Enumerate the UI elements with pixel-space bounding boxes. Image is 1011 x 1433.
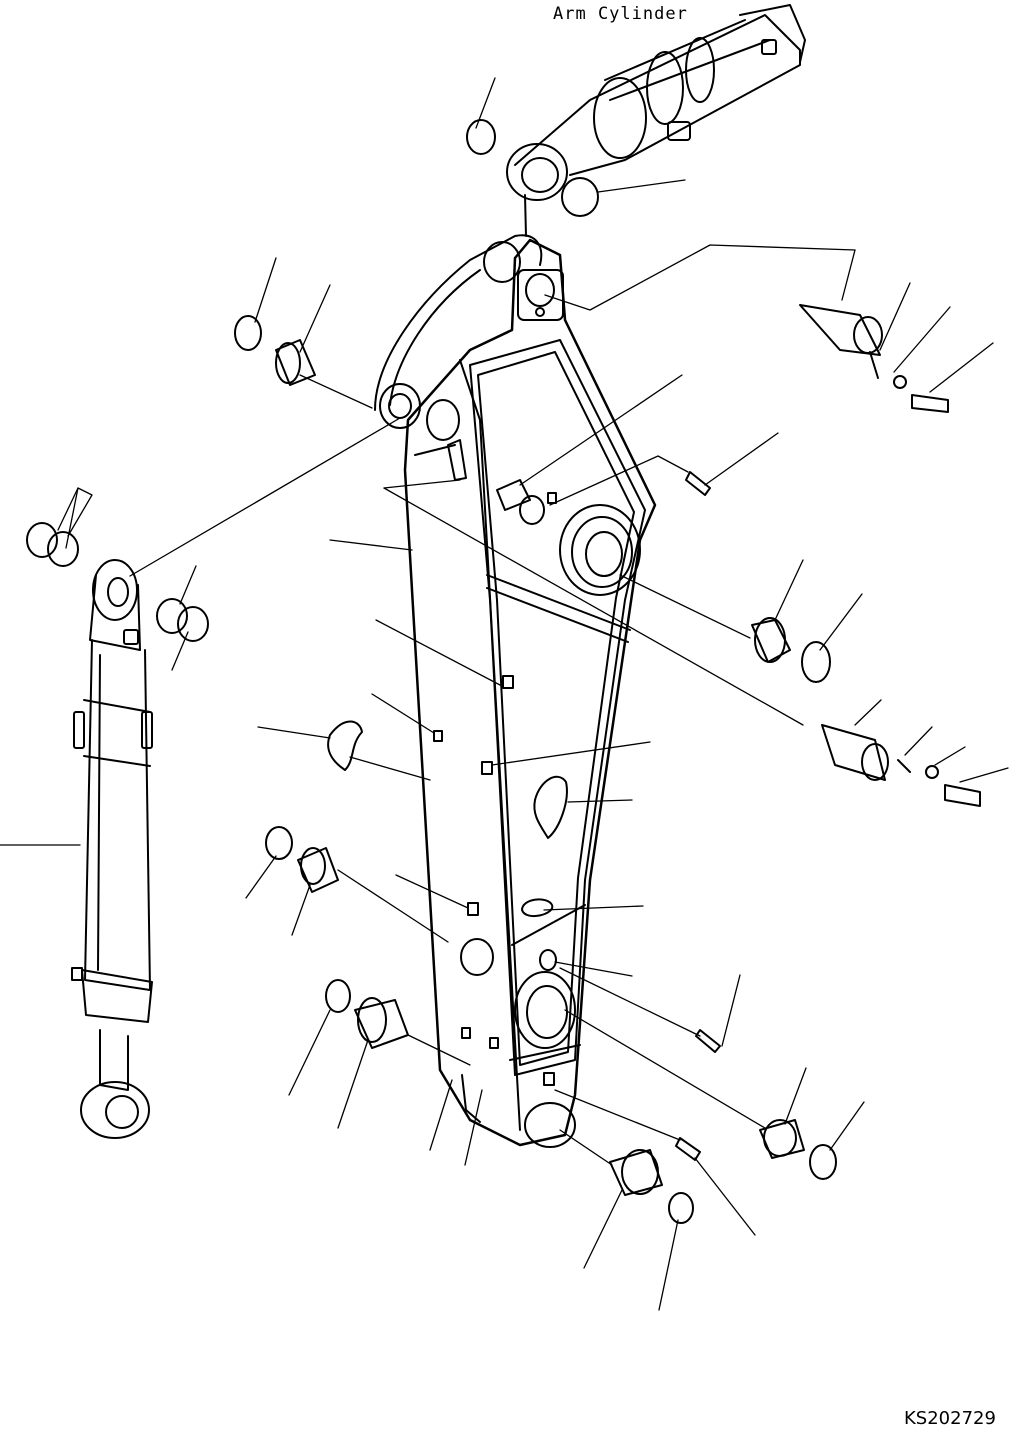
arm-cylinder-top	[507, 5, 805, 236]
leader-lines	[0, 78, 1008, 1310]
loose-parts	[27, 120, 980, 1223]
drawing-code: KS202729	[904, 1408, 996, 1429]
arm-cylinder-label: Arm Cylinder	[553, 4, 688, 24]
arm-body	[375, 235, 655, 1147]
bucket-cylinder-left	[72, 560, 152, 1138]
